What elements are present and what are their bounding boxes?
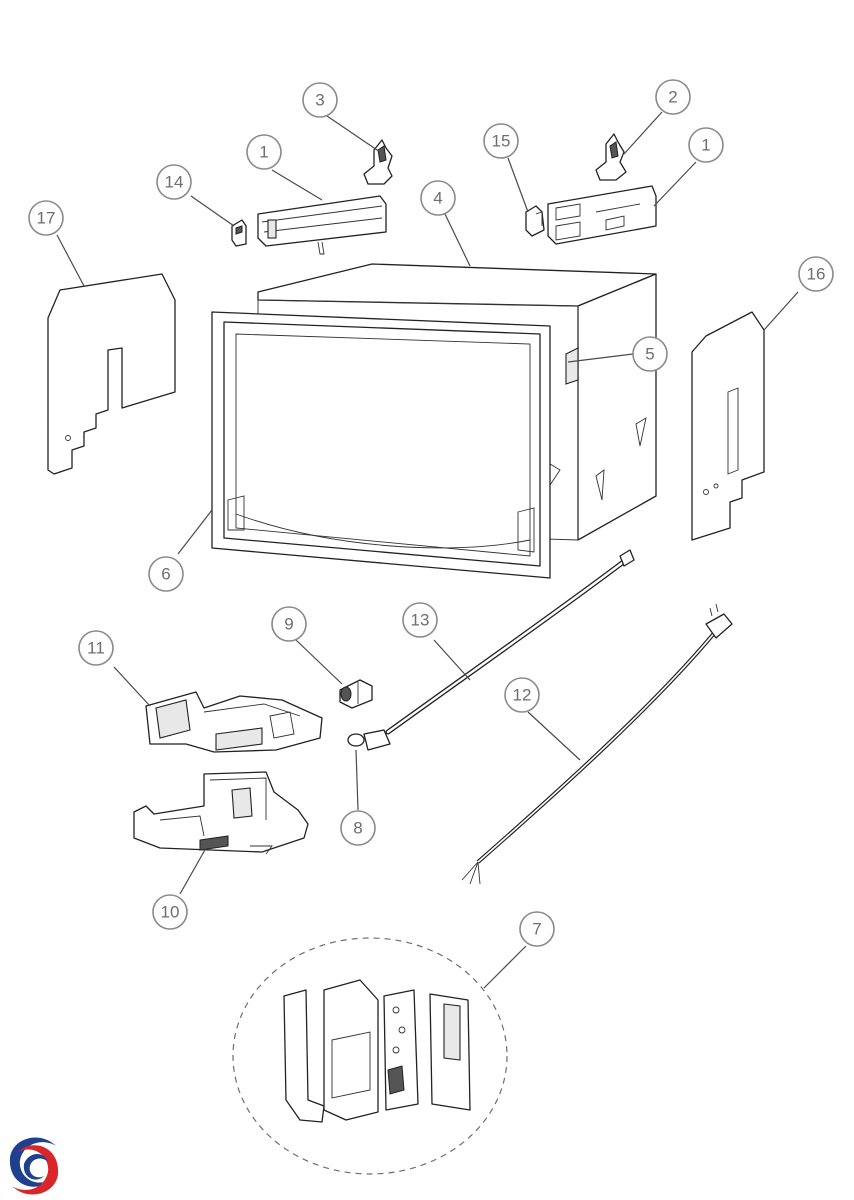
part-11-upper-base bbox=[145, 691, 323, 753]
part-2-hinge bbox=[595, 133, 627, 181]
part-15-clip bbox=[231, 219, 247, 247]
callout-15: 14 bbox=[156, 164, 192, 200]
callout-1-left: 1 bbox=[246, 134, 282, 170]
part-7-control-assembly bbox=[232, 937, 508, 1175]
part-10-lower-base bbox=[133, 771, 309, 855]
svg-text:3: 3 bbox=[315, 91, 324, 110]
svg-text:4: 4 bbox=[433, 189, 442, 208]
callout-16: 16 bbox=[798, 256, 834, 292]
part-1-right-rail bbox=[547, 185, 657, 245]
svg-text:14: 14 bbox=[165, 173, 184, 192]
part-9-valve bbox=[339, 679, 373, 709]
callout-13: 13 bbox=[402, 602, 438, 638]
part-17-left-side-panel bbox=[47, 273, 176, 475]
svg-text:16: 16 bbox=[807, 265, 826, 284]
svg-text:6: 6 bbox=[161, 565, 170, 584]
callout-8: 8 bbox=[340, 810, 376, 846]
svg-text:11: 11 bbox=[87, 639, 105, 658]
svg-text:5: 5 bbox=[645, 345, 654, 364]
svg-text:2: 2 bbox=[668, 88, 677, 107]
part-3-hinge bbox=[363, 139, 393, 185]
part-8-connector bbox=[347, 729, 391, 751]
leader-lines bbox=[56, 111, 799, 989]
svg-text:17: 17 bbox=[37, 209, 56, 228]
svg-text:9: 9 bbox=[284, 615, 293, 634]
brand-swirl-logo-icon bbox=[6, 1137, 62, 1195]
callout-17: 17 bbox=[28, 200, 64, 236]
callout-3: 3 bbox=[302, 82, 338, 118]
part-12-power-cord bbox=[461, 603, 733, 885]
callout-2: 2 bbox=[655, 79, 691, 115]
part-14-clip bbox=[525, 205, 545, 237]
callout-7: 7 bbox=[519, 911, 555, 947]
svg-text:1: 1 bbox=[259, 143, 268, 162]
callout-1-right: 1 bbox=[688, 127, 724, 163]
callout-4: 4 bbox=[420, 180, 456, 216]
callout-10: 10 bbox=[152, 894, 188, 930]
callout-14: 15 bbox=[483, 123, 519, 159]
svg-text:8: 8 bbox=[353, 819, 362, 838]
callout-11: 11 bbox=[78, 630, 114, 666]
svg-text:13: 13 bbox=[411, 611, 430, 630]
svg-text:12: 12 bbox=[513, 686, 532, 705]
svg-text:10: 10 bbox=[161, 903, 180, 922]
svg-text:1: 1 bbox=[701, 136, 710, 155]
callout-9: 9 bbox=[271, 606, 307, 642]
part-13-hose bbox=[385, 549, 635, 735]
svg-text:15: 15 bbox=[492, 132, 511, 151]
part-6-front-frame bbox=[211, 311, 551, 579]
part-1-left-rail bbox=[257, 195, 387, 255]
svg-text:7: 7 bbox=[532, 920, 541, 939]
part-16-right-side-panel bbox=[691, 311, 765, 541]
callout-6: 6 bbox=[148, 556, 184, 592]
callout-5: 5 bbox=[632, 336, 668, 372]
callout-12: 12 bbox=[504, 677, 540, 713]
